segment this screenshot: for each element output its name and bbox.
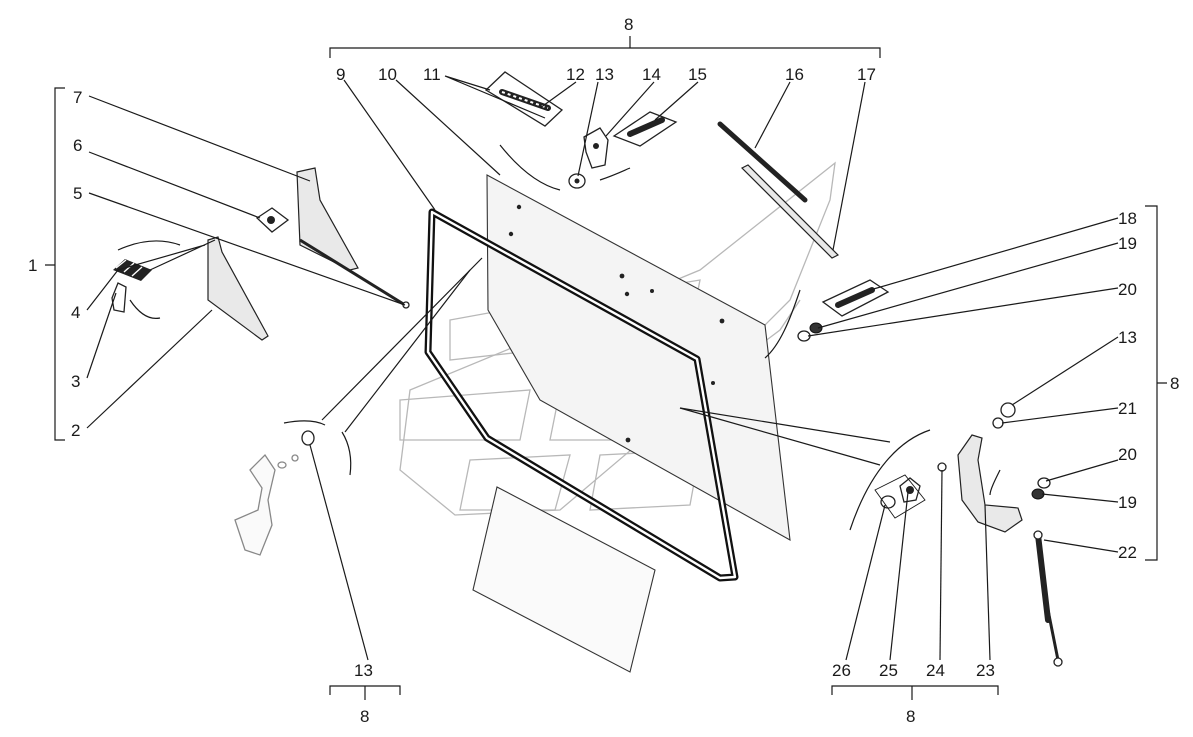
leader-lines xyxy=(86,75,1119,661)
callout-13-bottom: 13 xyxy=(354,661,373,680)
callout-15: 15 xyxy=(688,65,707,84)
callout-labels: 1 2 3 4 5 6 7 8 9 10 11 12 13 14 15 16 1… xyxy=(28,15,1179,726)
callout-19-a: 19 xyxy=(1118,234,1137,253)
callout-24: 24 xyxy=(926,661,945,680)
callout-20-b: 20 xyxy=(1118,445,1137,464)
callout-12: 12 xyxy=(566,65,585,84)
deflector-panel-7 xyxy=(296,167,359,271)
rod-5 xyxy=(299,238,406,307)
callout-8-top: 8 xyxy=(624,15,633,34)
callout-10: 10 xyxy=(378,65,397,84)
handle-23 xyxy=(957,434,1023,533)
wiper-arm-16 xyxy=(717,121,808,203)
lower-panel xyxy=(472,486,656,673)
rear-glass xyxy=(486,174,791,542)
glass-holes xyxy=(508,204,725,443)
callout-8-bottom-left: 8 xyxy=(360,707,369,726)
callout-22: 22 xyxy=(1118,543,1137,562)
clip-3 xyxy=(111,282,127,313)
callout-7: 7 xyxy=(73,88,82,107)
callout-6: 6 xyxy=(73,136,82,155)
callout-23: 23 xyxy=(976,661,995,680)
callout-9: 9 xyxy=(336,65,345,84)
callout-1: 1 xyxy=(28,256,37,275)
washer-24 xyxy=(937,462,947,472)
callout-4: 4 xyxy=(71,303,80,322)
callout-13-top: 13 xyxy=(595,65,614,84)
callout-8-bottom-right: 8 xyxy=(906,707,915,726)
washer-19-a xyxy=(809,322,823,334)
callout-17: 17 xyxy=(857,65,876,84)
block-4 xyxy=(113,259,152,281)
washer-21 xyxy=(992,417,1004,429)
washer-20-b xyxy=(1037,477,1051,489)
heater-element-11-12 xyxy=(484,71,564,127)
crank-assembly xyxy=(234,453,299,556)
washer-13-left xyxy=(301,430,315,446)
callout-21: 21 xyxy=(1118,399,1137,418)
clip-6 xyxy=(255,207,290,233)
callout-11: 11 xyxy=(423,65,441,84)
callout-14: 14 xyxy=(642,65,661,84)
callout-19-b: 19 xyxy=(1118,493,1137,512)
callout-18: 18 xyxy=(1118,209,1137,228)
bushing-15 xyxy=(612,111,678,147)
callout-5: 5 xyxy=(73,184,82,203)
callout-16: 16 xyxy=(785,65,804,84)
callout-26: 26 xyxy=(832,661,851,680)
wiper-blade-17 xyxy=(740,164,840,259)
callout-20-a: 20 xyxy=(1118,280,1137,299)
washer-13-right xyxy=(1000,402,1016,418)
deflector-panel-2 xyxy=(207,236,269,341)
callout-13-right: 13 xyxy=(1118,328,1137,347)
callout-8-right: 8 xyxy=(1170,374,1179,393)
callout-3: 3 xyxy=(71,372,80,391)
gas-strut-22 xyxy=(1033,530,1063,667)
callout-2: 2 xyxy=(71,421,80,440)
callout-25: 25 xyxy=(879,661,898,680)
